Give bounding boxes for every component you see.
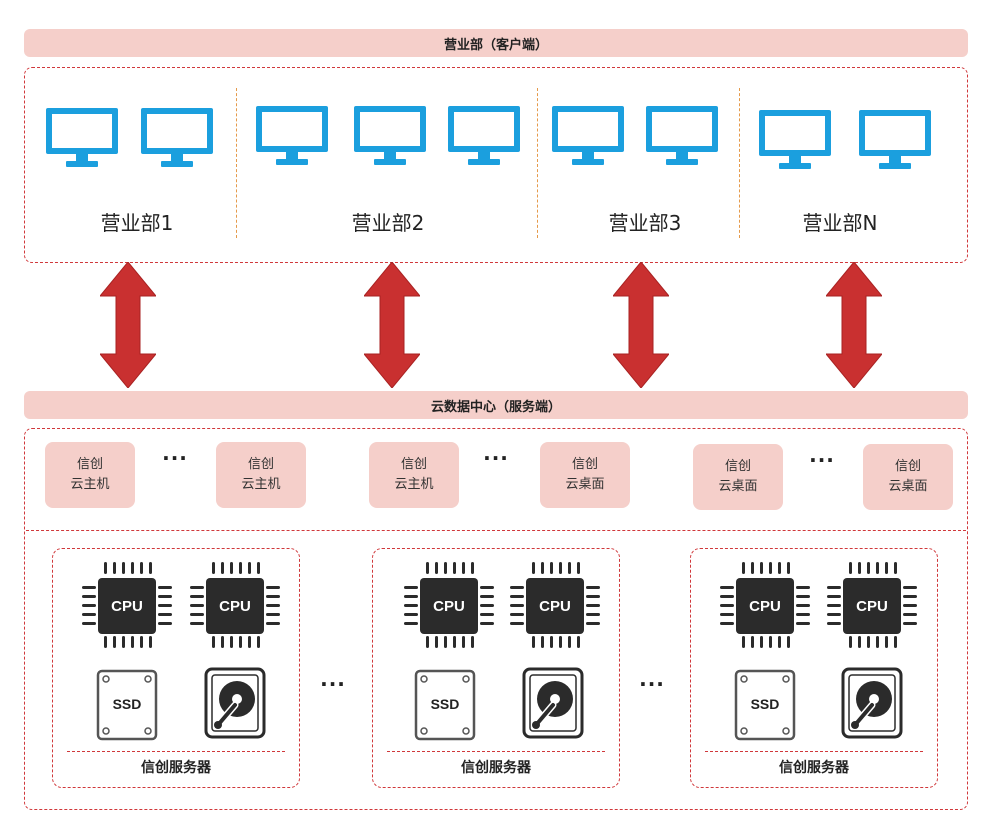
client-container [24,67,968,263]
ssd-icon: SSD [96,669,158,741]
cpu-chip-icon: CPU [404,562,494,648]
monitor-icon [141,108,213,170]
monitor-icon [759,110,831,172]
monitor-icon [256,106,328,168]
department-label: 营业部1 [100,211,174,235]
ssd-icon: SSD [414,669,476,741]
client-title: 营业部（客户端） [443,37,548,53]
cpu-text: CPU [856,598,888,615]
dc-title: 云数据中心（服务端） [430,399,561,415]
cpu-text: CPU [539,598,571,615]
hard-disk-icon [522,667,584,739]
dept-separator [739,88,740,238]
vm-line1: 信创 [400,457,427,472]
double-arrow-icon [100,262,156,388]
vm-box: 信创 云桌面 [540,442,630,508]
department-label: 营业部N [802,211,878,235]
dc-title-band: 云数据中心（服务端） [24,391,968,419]
vm-box: 信创 云桌面 [693,444,783,510]
vm-line2: 云桌面 [718,479,758,494]
vm-line1: 信创 [76,457,103,472]
monitor-icon [552,106,624,168]
vm-line1: 信创 [894,459,921,474]
hard-disk-icon [204,667,266,739]
server-box: 信创服务器 [52,548,300,788]
vm-box: 信创 云主机 [369,442,459,508]
cpu-chip-icon: CPU [82,562,172,648]
ellipsis: ··· [162,446,188,470]
cpu-chip-icon: CPU [510,562,600,648]
ssd-text: SSD [431,696,460,712]
cpu-text: CPU [433,598,465,615]
server-box: 信创服务器 [690,548,938,788]
vm-box: 信创 云桌面 [863,444,953,510]
cpu-chip-icon: CPU [827,562,917,648]
monitor-icon [46,108,118,170]
server-label: 信创服务器 [779,760,849,776]
dept-separator [236,88,237,238]
double-arrow-icon [826,262,882,388]
monitor-icon [448,106,520,168]
ellipsis: ··· [639,672,665,696]
monitor-icon [859,110,931,172]
ssd-text: SSD [751,696,780,712]
vm-line2: 云主机 [394,477,434,492]
vm-line2: 云主机 [241,477,281,492]
ellipsis: ··· [483,446,509,470]
ssd-text: SSD [113,696,142,712]
vm-line2: 云桌面 [565,477,605,492]
cpu-text: CPU [749,598,781,615]
cpu-chip-icon: CPU [190,562,280,648]
server-box: 信创服务器 [372,548,620,788]
monitor-icon [646,106,718,168]
vm-line2: 云主机 [70,477,110,492]
divider [67,751,285,752]
vm-line1: 信创 [571,457,598,472]
double-arrow-icon [364,262,420,388]
divider [26,530,966,531]
dept-separator [537,88,538,238]
ellipsis: ··· [320,672,346,696]
vm-box: 信创 云主机 [216,442,306,508]
datacenter-container [24,428,968,810]
department-label: 营业部2 [351,211,425,235]
divider [705,751,923,752]
client-title-band: 营业部（客户端） [24,29,968,57]
divider [387,751,605,752]
vm-box: 信创 云主机 [45,442,135,508]
server-label: 信创服务器 [141,760,211,776]
vm-line2: 云桌面 [888,479,928,494]
cpu-text: CPU [111,598,143,615]
cpu-chip-icon: CPU [720,562,810,648]
vm-line1: 信创 [247,457,274,472]
monitor-icon [354,106,426,168]
ssd-icon: SSD [734,669,796,741]
server-label: 信创服务器 [461,760,531,776]
cpu-text: CPU [219,598,251,615]
ellipsis: ··· [809,448,835,472]
department-label: 营业部3 [608,211,682,235]
double-arrow-icon [613,262,669,388]
hard-disk-icon [841,667,903,739]
vm-line1: 信创 [724,459,751,474]
